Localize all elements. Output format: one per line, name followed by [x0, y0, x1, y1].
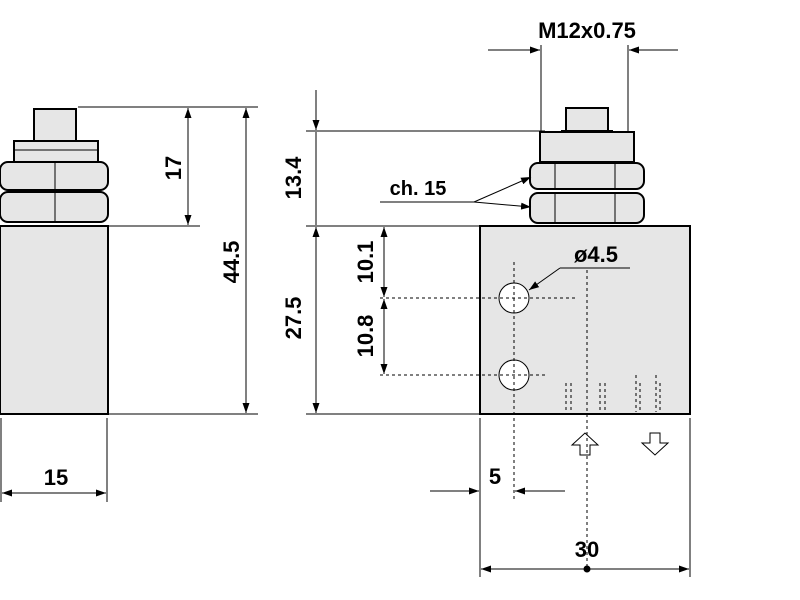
- front-view-centerlines: [380, 262, 588, 572]
- side-body: [0, 225, 109, 415]
- front-bushing: [539, 131, 635, 163]
- front-view: [479, 107, 691, 415]
- front-view-dimensions: [306, 45, 691, 577]
- center-dot: [583, 565, 591, 573]
- dim-17-label: 17: [161, 156, 186, 180]
- hole-diameter-label: ø4.5: [574, 242, 618, 267]
- front-lower-nut: [529, 192, 645, 224]
- thread-spec-label: M12x0.75: [538, 18, 636, 43]
- inlet-up-arrow-icon: [570, 432, 600, 456]
- dim-44-5-label: 44.5: [219, 241, 244, 284]
- flow-arrows: [570, 432, 670, 456]
- side-upper-nut: [0, 161, 109, 191]
- outlet-down-arrow-icon: [640, 432, 670, 456]
- front-plunger: [565, 107, 609, 133]
- dim-5-label: 5: [489, 464, 501, 489]
- side-plunger: [33, 108, 77, 144]
- front-upper-nut: [529, 162, 645, 190]
- dim-15-label: 15: [44, 465, 68, 490]
- dim-10-8-label: 10.8: [353, 315, 378, 358]
- hex-size-label: ch. 15: [390, 178, 447, 200]
- dim-27-5-label: 27.5: [281, 297, 306, 340]
- dim-10-1-label: 10.1: [353, 241, 378, 284]
- side-bushing: [13, 140, 99, 164]
- side-view: [0, 108, 109, 415]
- side-lower-nut: [0, 191, 109, 223]
- dim-13-4-label: 13.4: [281, 156, 306, 200]
- dim-30-label: 30: [575, 537, 599, 562]
- side-view-dimensions: [0, 106, 258, 502]
